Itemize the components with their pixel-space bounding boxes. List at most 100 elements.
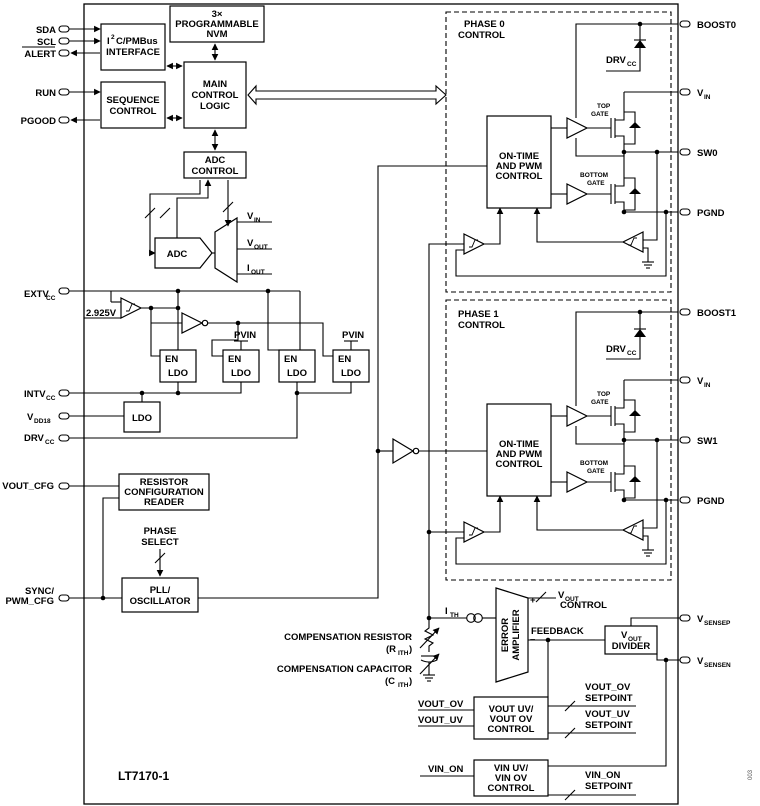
svg-text:CONTROL: CONTROL (488, 724, 535, 735)
pin-sync-pwm-cfg[interactable]: SYNC/ PWM_CFG (5, 586, 70, 607)
svg-text:V: V (697, 614, 704, 625)
svg-text:V: V (558, 590, 565, 601)
vout-uv-ov-control: VOUT UV/ VOUT OV CONTROL VOUT_OV VOUT_UV… (418, 637, 636, 740)
pin-vdd18[interactable]: V DD18 (27, 412, 70, 425)
svg-text:DRV: DRV (606, 55, 627, 66)
svg-text:PVIN: PVIN (234, 330, 256, 341)
svg-text:PGND: PGND (697, 496, 725, 507)
svg-text:IN: IN (704, 382, 711, 389)
svg-text:CONTROL: CONTROL (496, 171, 543, 182)
phase1-control: PHASE 1 CONTROL ON-TIME AND PWM CONTROL … (445, 299, 678, 581)
svg-text:MAIN: MAIN (203, 79, 227, 90)
svg-text:VIN OV: VIN OV (495, 773, 528, 784)
ith-bus (426, 243, 464, 618)
extvcc-comparator: 2.925V (69, 290, 300, 319)
digital-bus-arrows (166, 43, 219, 151)
pin-sw1[interactable]: SW1 (679, 436, 718, 447)
svg-text:(C: (C (385, 676, 395, 687)
svg-text:INTV: INTV (24, 389, 46, 400)
svg-text:ITH: ITH (398, 682, 409, 689)
pin-alert[interactable]: ALERT (22, 46, 100, 60)
svg-text:V: V (247, 211, 254, 222)
svg-text:SENSEN: SENSEN (704, 662, 731, 669)
svg-text:PLL/: PLL/ (150, 585, 171, 596)
svg-text:OUT: OUT (254, 244, 268, 251)
svg-text:CONTROL: CONTROL (488, 783, 535, 794)
pin-pgood[interactable]: PGOOD (21, 116, 100, 127)
svg-text:CONTROL: CONTROL (560, 600, 607, 611)
svg-text:CONTROL: CONTROL (458, 30, 505, 41)
svg-text:PHASE: PHASE (144, 526, 177, 537)
svg-text:2: 2 (111, 34, 115, 41)
svg-text:CC: CC (45, 439, 55, 446)
compensation-network: COMPENSATION RESISTOR (R ITH ) COMPENSAT… (277, 618, 440, 689)
adc-wiring (144, 179, 234, 257)
svg-text:PHASE 0: PHASE 0 (464, 19, 505, 30)
pin-scl[interactable]: SCL (37, 37, 101, 48)
svg-text:GATE: GATE (591, 111, 609, 118)
svg-text:(R: (R (386, 644, 396, 655)
i2c-pmbus-interface: I 2 C/PMBus INTERFACE (100, 23, 166, 71)
svg-text:VOUT OV: VOUT OV (490, 714, 533, 725)
svg-text:ALERT: ALERT (24, 49, 56, 60)
svg-text:ADC: ADC (167, 249, 188, 260)
svg-text:V: V (697, 88, 704, 99)
svg-text:GATE: GATE (591, 399, 609, 406)
svg-text:DD18: DD18 (34, 418, 51, 425)
svg-text:COMPENSATION CAPACITOR: COMPENSATION CAPACITOR (277, 664, 412, 675)
svg-text:SCL: SCL (37, 37, 56, 48)
svg-text:GATE: GATE (587, 468, 605, 475)
svg-text:PROGRAMMABLE: PROGRAMMABLE (175, 19, 258, 30)
svg-text:SETPOINT: SETPOINT (585, 781, 633, 792)
ldo-junctions (139, 288, 300, 396)
svg-text:+: + (530, 595, 536, 606)
svg-text:FEEDBACK: FEEDBACK (531, 626, 584, 637)
svg-text:VIN UV/: VIN UV/ (494, 763, 529, 774)
svg-text:SETPOINT: SETPOINT (585, 693, 633, 704)
svg-text:BOTTOM: BOTTOM (580, 460, 608, 467)
svg-text:DRV: DRV (24, 433, 45, 444)
svg-text:EN: EN (284, 354, 297, 365)
pin-drvcc[interactable]: DRV CC (24, 433, 70, 446)
chip-outline (83, 3, 679, 805)
svg-text:IN: IN (704, 94, 711, 101)
pin-boost1[interactable]: BOOST1 (679, 308, 737, 319)
pin-intvcc[interactable]: INTV CC (24, 389, 70, 402)
svg-text:SELECT: SELECT (141, 537, 179, 548)
svg-text:DRV: DRV (606, 344, 627, 355)
svg-text:INTERFACE: INTERFACE (106, 47, 160, 58)
svg-text:EN: EN (228, 354, 241, 365)
pin-pgnd0[interactable]: PGND (679, 208, 725, 219)
pin-run[interactable]: RUN (35, 88, 101, 99)
pin-pgnd1[interactable]: PGND (679, 496, 725, 507)
svg-text:LDO: LDO (287, 368, 307, 379)
svg-text:NVM: NVM (206, 29, 227, 40)
ldo-1: EN LDO (159, 349, 197, 383)
pin-sw0[interactable]: SW0 (679, 148, 718, 159)
programmable-nvm: 3× PROGRAMMABLE NVM (169, 5, 265, 43)
svg-text:TOP: TOP (597, 391, 611, 398)
ldo-4: EN LDO PVIN (332, 330, 370, 383)
svg-text:RUN: RUN (35, 88, 56, 99)
svg-text:V: V (697, 656, 704, 667)
svg-text:V: V (247, 238, 254, 249)
svg-text:PVIN: PVIN (342, 330, 364, 341)
svg-text:3×: 3× (212, 9, 223, 20)
svg-text:CC: CC (627, 61, 637, 68)
pin-sda[interactable]: SDA (36, 25, 101, 36)
svg-text:LDO: LDO (231, 368, 251, 379)
svg-text:LDO: LDO (168, 368, 188, 379)
svg-text:CONTROL: CONTROL (192, 90, 239, 101)
svg-text:CONTROL: CONTROL (110, 106, 157, 117)
pin-boost0[interactable]: BOOST0 (679, 20, 736, 31)
error-amplifier: ERROR AMPLIFIER + – V OUT CONTROL FEEDBA… (495, 587, 607, 683)
pin-extvcc[interactable]: EXTV CC (24, 287, 70, 302)
pin-vout-cfg[interactable]: VOUT_CFG (2, 481, 70, 492)
svg-text:VIN_ON: VIN_ON (585, 770, 621, 781)
svg-text:PWM_CFG: PWM_CFG (5, 596, 54, 607)
